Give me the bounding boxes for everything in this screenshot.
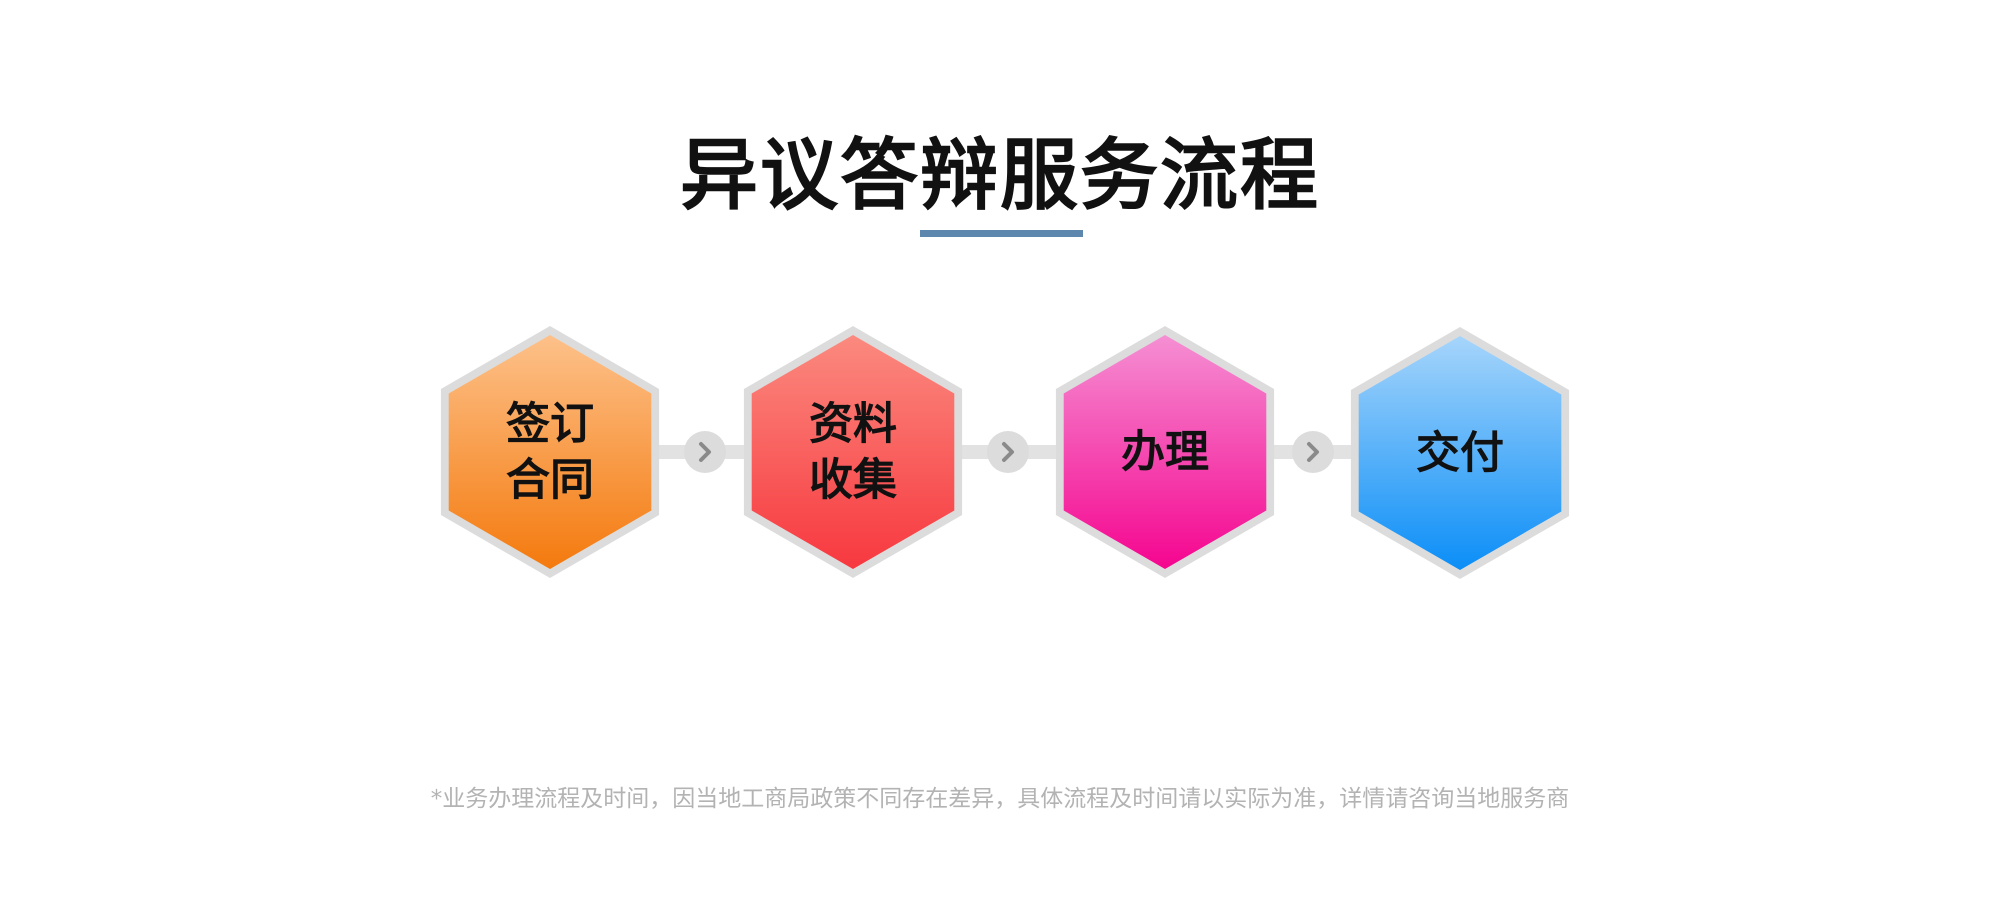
chevron-right-icon bbox=[684, 431, 726, 473]
process-step-3: 办理 bbox=[1055, 326, 1275, 578]
step-label: 办理 bbox=[1121, 427, 1209, 478]
connectors bbox=[650, 431, 1360, 473]
process-step-4: 交付 bbox=[1350, 327, 1570, 579]
title-underline bbox=[920, 230, 1083, 237]
step-label: 交付 bbox=[1416, 428, 1504, 479]
footnote: *业务办理流程及时间，因当地工商局政策不同存在差异，具体流程及时间请以实际为准，… bbox=[430, 786, 1570, 812]
chevron-right-icon bbox=[987, 431, 1029, 473]
hexagon-fill bbox=[1358, 336, 1562, 570]
hexagon-fill bbox=[1063, 335, 1267, 569]
chevron-right-icon bbox=[1292, 431, 1334, 473]
step-label: 收集 bbox=[809, 455, 897, 506]
page-title: 异议答辩服务流程 bbox=[679, 131, 1320, 221]
step-label: 合同 bbox=[506, 455, 594, 506]
step-label: 资料 bbox=[809, 399, 897, 450]
process-steps: 签订合同资料收集办理交付 bbox=[440, 326, 1570, 579]
step-label: 签订 bbox=[506, 399, 594, 450]
hexagon-fill bbox=[751, 335, 955, 569]
hexagon-fill bbox=[448, 335, 652, 569]
